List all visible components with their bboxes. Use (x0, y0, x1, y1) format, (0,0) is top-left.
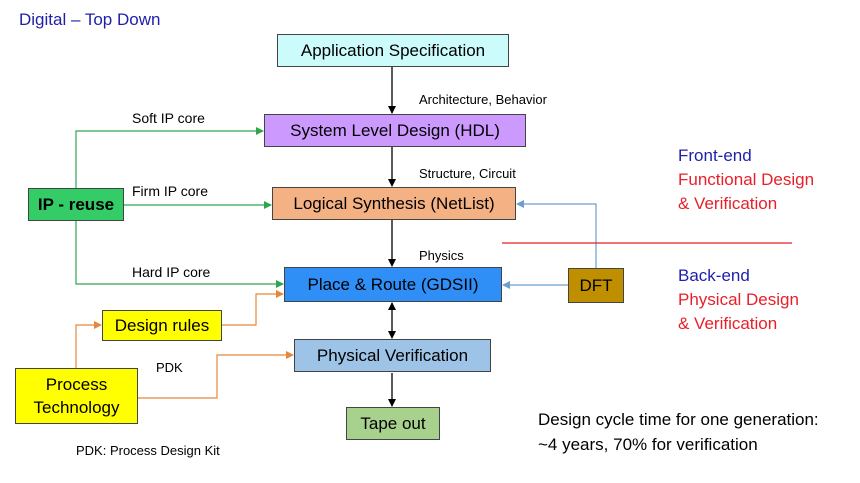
arrow-hard-ip (75, 221, 284, 288)
label-structure-circuit: Structure, Circuit (419, 166, 516, 181)
label-firm-ip-core: Firm IP core (132, 183, 208, 199)
box-application-specification: Application Specification (277, 34, 509, 67)
note-back-end-desc-2: & Verification (678, 314, 778, 333)
box-logical-synthesis: Logical Synthesis (NetList) (272, 187, 516, 220)
note-back-end: Back-end (678, 266, 750, 285)
box-design-rules: Design rules (102, 310, 222, 341)
note-front-end-desc-2: & Verification (678, 194, 778, 213)
box-process-technology: Process Technology (15, 368, 138, 424)
footnote-pdk-definition: PDK: Process Design Kit (76, 443, 220, 458)
note-back-end-desc-1: Physical Design (678, 290, 799, 309)
arrow-pdk-to-verification (138, 351, 294, 399)
arrow-process-to-rules (75, 321, 102, 368)
note-front-end: Front-end (678, 146, 752, 165)
footnote-cycle-time: Design cycle time for one generation: (538, 410, 819, 429)
box-system-level-design: System Level Design (HDL) (264, 114, 526, 147)
label-pdk: PDK (156, 360, 183, 375)
footnote-cycle-verification: ~4 years, 70% for verification (538, 435, 758, 454)
label-architecture-behavior: Architecture, Behavior (419, 92, 547, 107)
label-hard-ip-core: Hard IP core (132, 264, 211, 280)
arrow-dft-to-synthesis (516, 200, 597, 268)
note-front-end-desc-1: Functional Design (678, 170, 815, 189)
label-soft-ip-core: Soft IP core (132, 110, 205, 126)
box-place-route: Place & Route (GDSII) (284, 267, 502, 302)
arrow-soft-ip (75, 127, 264, 188)
page-title: Digital – Top Down (19, 10, 161, 29)
box-ip-reuse: IP - reuse (28, 188, 124, 221)
label-physics: Physics (419, 248, 464, 263)
box-dft: DFT (568, 268, 624, 303)
box-tape-out: Tape out (346, 407, 440, 440)
box-physical-verification: Physical Verification (294, 339, 491, 372)
arrow-rules-to-place (222, 290, 284, 326)
